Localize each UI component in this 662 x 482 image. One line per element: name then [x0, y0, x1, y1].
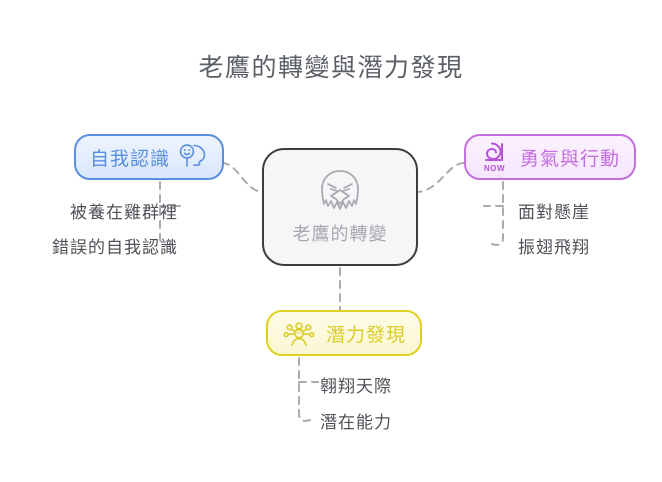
link-center-left — [221, 162, 263, 193]
leaf-label: 翱翔天際 — [320, 377, 392, 396]
leaf-label: 振翅飛翔 — [518, 238, 590, 257]
branch-label-potential-discovery: 潛力發現 — [326, 324, 407, 346]
link-right-leaf-2 — [491, 181, 504, 246]
branch-label-self-awareness: 自我認識 — [90, 148, 171, 170]
branch-node-courage-action[interactable]: NOW 勇氣與行動 — [464, 134, 637, 180]
center-node[interactable]: 老鷹的轉變 — [262, 148, 418, 266]
center-node-label: 老鷹的轉變 — [292, 224, 388, 244]
leaf-label: 被養在雞群裡 — [70, 203, 178, 222]
eagle-head-icon — [315, 168, 365, 216]
link-center-right — [417, 162, 465, 193]
branch-node-potential-discovery[interactable]: 潛力發現 — [266, 310, 423, 356]
now-spiral-icon: NOW — [480, 140, 510, 174]
link-bottom-leaf-2 — [298, 357, 311, 422]
person-idea-rays-icon — [282, 317, 316, 349]
head-profile-smiley-icon — [176, 142, 208, 172]
leaf-label: 潛在能力 — [320, 413, 392, 432]
leaf-label: 面對懸崖 — [518, 203, 590, 222]
page-title: 老鷹的轉變與潛力發現 — [198, 54, 464, 82]
now-icon-text: NOW — [484, 164, 505, 173]
branch-label-courage-action: 勇氣與行動 — [520, 148, 621, 170]
branch-node-self-awareness[interactable]: 自我認識 — [74, 134, 225, 180]
leaf-label: 錯誤的自我認識 — [52, 238, 178, 257]
